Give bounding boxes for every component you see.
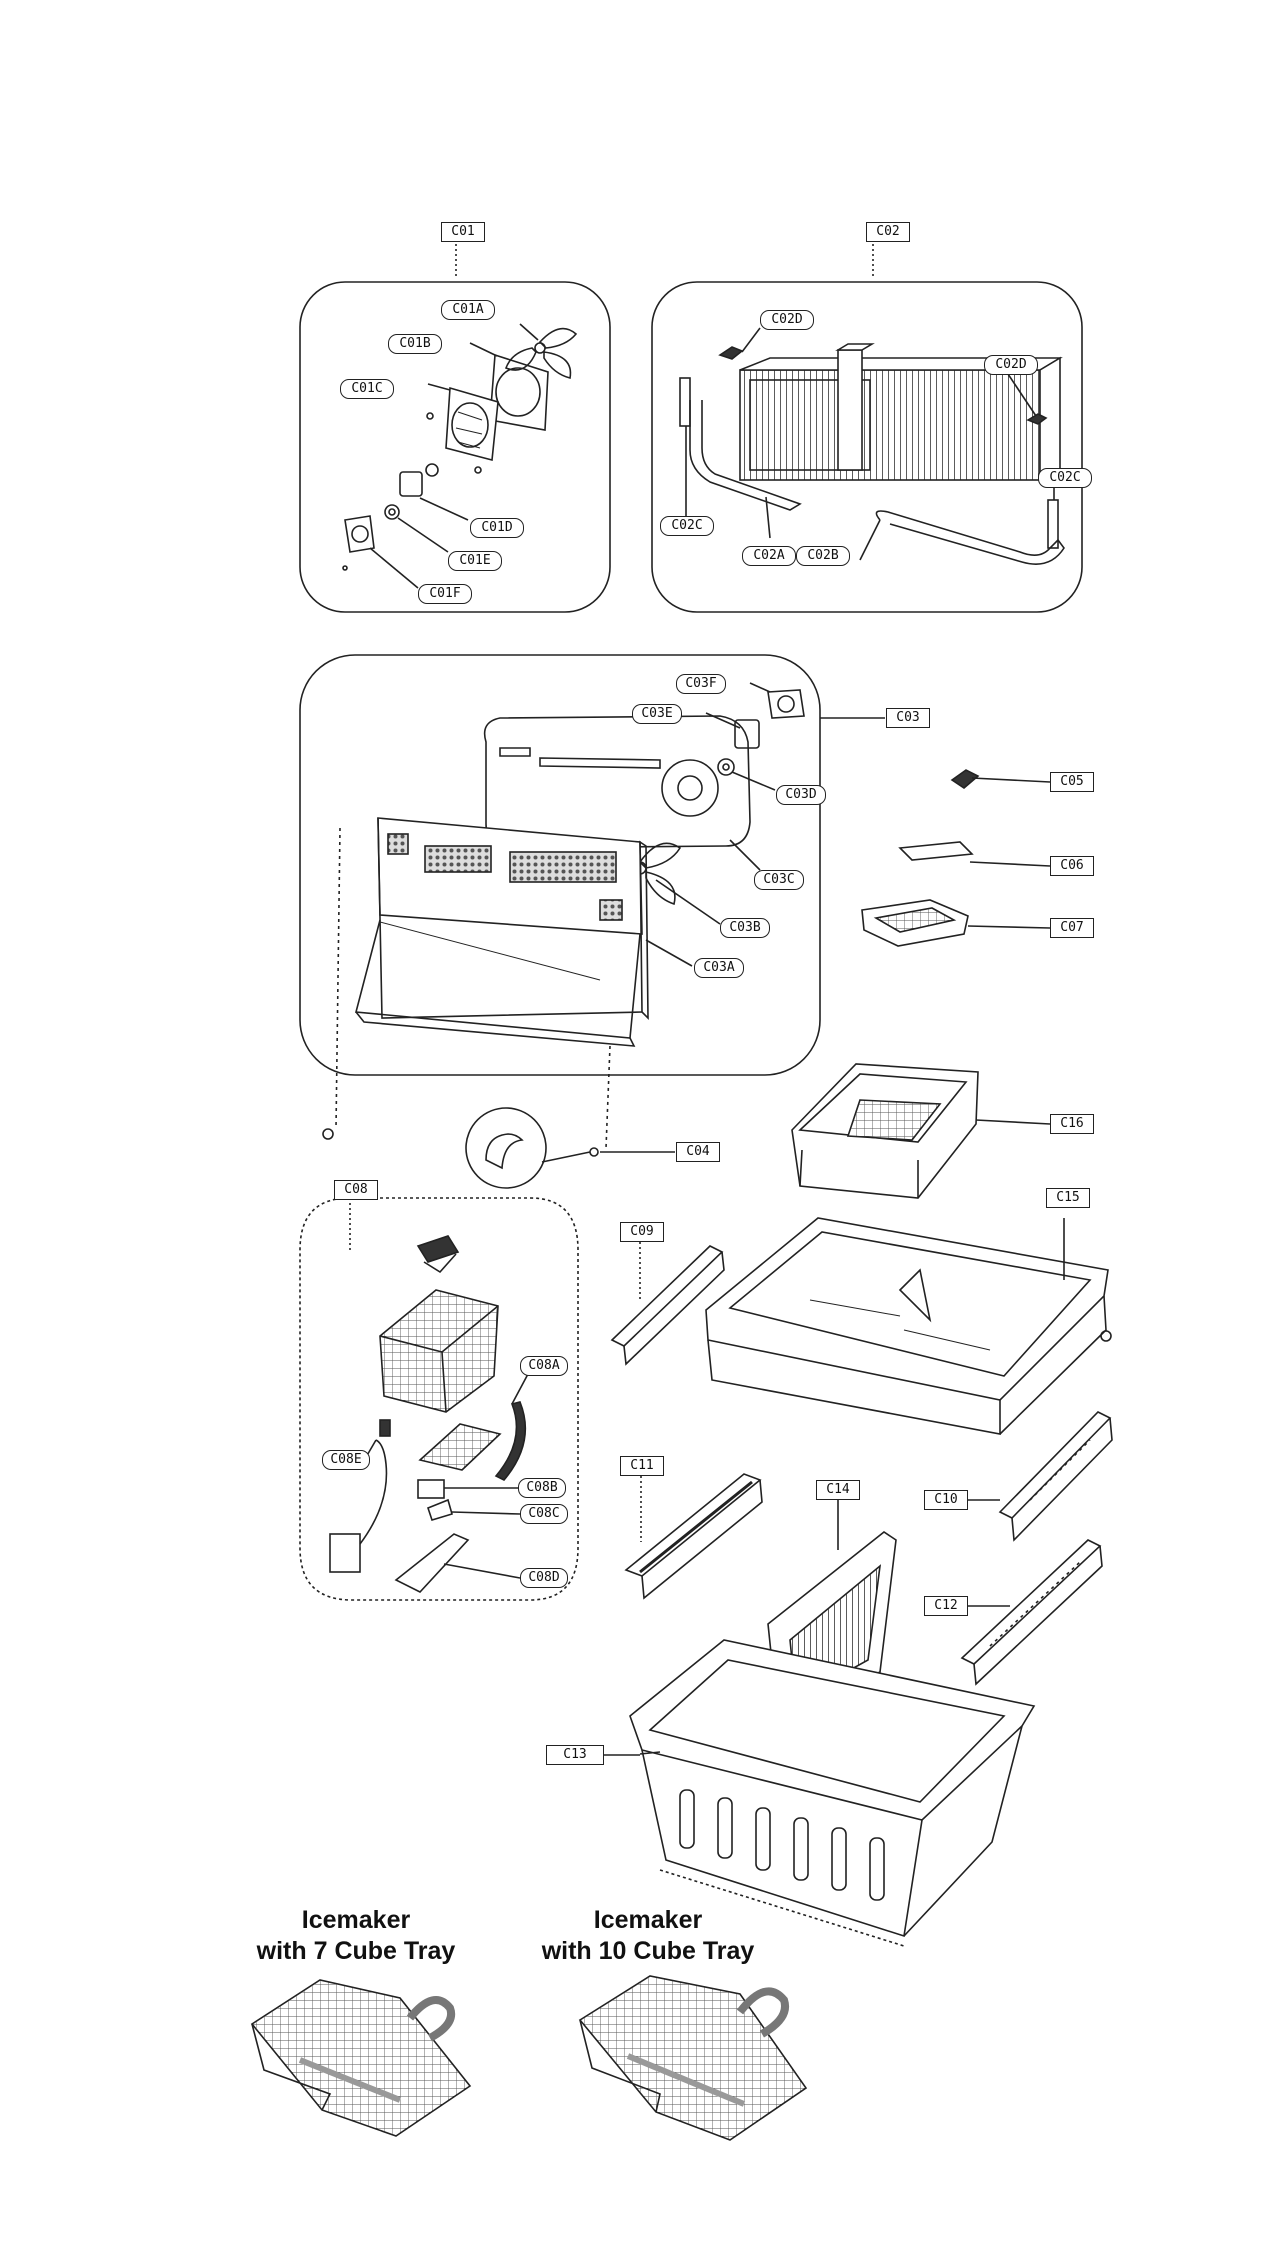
heading-icemaker-7-cube: Icemaker with 7 Cube Tray — [236, 1905, 476, 1967]
heading-icemaker-7-line1: Icemaker — [301, 1906, 411, 1934]
heading-icemaker-10-line1: Icemaker — [593, 1906, 703, 1934]
rail-c12 — [960, 1539, 1103, 1686]
label-c05: C05 — [1050, 772, 1094, 792]
label-c04: C04 — [676, 1142, 720, 1162]
rail-c09 — [610, 1242, 725, 1366]
label-c08c: C08C — [520, 1504, 568, 1524]
rail-c10 — [968, 1411, 1113, 1542]
label-c09: C09 — [620, 1222, 664, 1242]
group-frame-c03 — [299, 654, 821, 1076]
evaporator-cover — [354, 817, 693, 1047]
label-c08a: C08A — [520, 1356, 568, 1376]
label-c03f: C03F — [676, 674, 726, 694]
motor-cover-c03 — [749, 682, 805, 719]
group-frame-c02 — [651, 281, 1083, 613]
label-c03d: C03D — [776, 785, 826, 805]
label-c01: C01 — [441, 222, 485, 242]
label-c13: C13 — [546, 1745, 604, 1765]
label-c01a: C01A — [441, 300, 495, 320]
heading-icemaker-10-cube: Icemaker with 10 Cube Tray — [528, 1905, 768, 1967]
label-c15: C15 — [1046, 1188, 1090, 1208]
label-c03c: C03C — [754, 870, 804, 890]
defrost-sensor-left — [718, 327, 761, 360]
label-c08e: C08E — [322, 1450, 370, 1470]
cover-c07 — [861, 899, 1051, 947]
fan-shroud — [469, 342, 549, 431]
label-c01b: C01B — [388, 334, 442, 354]
label-c03a: C03A — [694, 958, 744, 978]
label-c01d: C01D — [470, 518, 524, 538]
fan-motor-c03 — [705, 712, 760, 749]
motor-bracket — [399, 463, 469, 521]
ejector-arm-c08a — [494, 1373, 529, 1481]
heading-icemaker-10-line2: with 10 Cube Tray — [541, 1937, 755, 1965]
bracket-c08b — [417, 1479, 518, 1499]
label-c01e: C01E — [448, 551, 502, 571]
heading-icemaker-7-line2: with 7 Cube Tray — [256, 1937, 456, 1965]
label-c06: C06 — [1050, 856, 1094, 876]
label-c03b: C03B — [720, 918, 770, 938]
label-c11: C11 — [620, 1456, 664, 1476]
label-c01c: C01C — [340, 379, 394, 399]
freezer-basket-c13 — [604, 1639, 1036, 1947]
icemaker-cover — [416, 1235, 460, 1274]
freezer-drawer-c15 — [705, 1217, 1112, 1435]
label-c03: C03 — [886, 708, 930, 728]
icemaker-tray — [418, 1423, 502, 1471]
label-c01f: C01F — [418, 584, 472, 604]
defrost-heater-b — [859, 510, 1065, 565]
evaporator-fan-blade — [504, 323, 578, 379]
motor-cover — [342, 515, 419, 589]
label-c02b: C02B — [796, 546, 850, 566]
defrost-sensor-right — [1007, 373, 1048, 425]
icemaker-7-cube-illustration — [250, 1979, 472, 2137]
ice-bin-c16 — [791, 1063, 1051, 1199]
damper-sensor-c05 — [950, 769, 1051, 790]
label-c02: C02 — [866, 222, 910, 242]
grommet-c03 — [717, 758, 776, 791]
mounting-plate-c08d — [394, 1533, 521, 1593]
label-c02c-left: C02C — [660, 516, 714, 536]
icemaker-10-cube-illustration — [578, 1975, 808, 2141]
grommet-c04 — [322, 1107, 675, 1189]
label-c12: C12 — [924, 1596, 968, 1616]
fan-bracket-plate — [483, 715, 761, 871]
label-c03e: C03E — [632, 704, 682, 724]
grommet — [384, 504, 449, 553]
group-frame-c01 — [299, 281, 611, 613]
evaporator-coil — [739, 343, 1063, 482]
label-c08b: C08B — [518, 1478, 566, 1498]
label-c14: C14 — [816, 1480, 860, 1500]
harness-c08e — [329, 1419, 391, 1573]
rail-c11 — [624, 1473, 763, 1600]
label-c08: C08 — [334, 1180, 378, 1200]
defrost-heater-a — [689, 400, 802, 539]
label-c07: C07 — [1050, 918, 1094, 938]
bracket-c08c — [427, 1498, 521, 1521]
label-c16: C16 — [1050, 1114, 1094, 1134]
label-c02c-right: C02C — [1038, 468, 1092, 488]
thermal-fuse-left — [679, 377, 691, 516]
gasket-c06 — [898, 841, 1051, 867]
icemaker-body — [379, 1289, 499, 1413]
label-c02a: C02A — [742, 546, 796, 566]
thermal-fuse-right — [1047, 488, 1059, 549]
label-c02d-left: C02D — [760, 310, 814, 330]
label-c02d-right: C02D — [984, 355, 1038, 375]
fan-motor — [426, 383, 499, 474]
label-c08d: C08D — [520, 1568, 568, 1588]
label-c10: C10 — [924, 1490, 968, 1510]
